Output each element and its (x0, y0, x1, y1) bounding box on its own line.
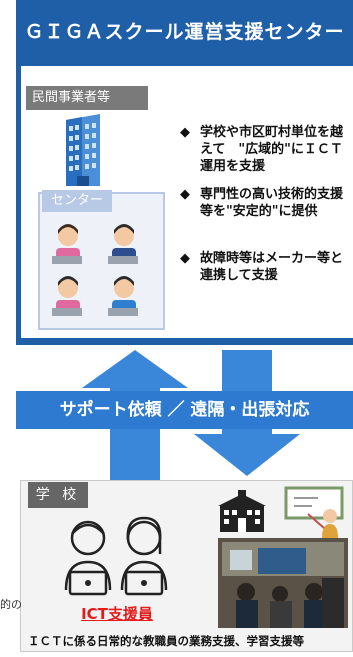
school-label: 学 校 (28, 482, 88, 508)
ict-support-staff-label: ICT支援員 (81, 605, 153, 623)
operator-staff-illustration (52, 224, 138, 316)
operator-icon (108, 276, 138, 316)
cut-off-text-fragment: 的の (0, 598, 22, 611)
up-arrow-icon (82, 350, 188, 394)
ict-staff-illustration (64, 516, 168, 596)
center-panel-label: センター (42, 190, 112, 212)
operator-icon (52, 276, 82, 316)
bullet-text: 故障時等はメーカー等と連携して支援 (200, 251, 344, 283)
bullet-item: ◆ 故障時等はメーカー等と連携して支援 (180, 250, 350, 290)
down-arrow-icon (194, 428, 300, 476)
bullet-text: 学校や市区町村単位を越えて "広域的"にＩＣＴ運用を支援 (200, 125, 344, 174)
bullet-item: ◆ 専門性の高い技術的支援等を"安定的"に提供 (180, 186, 350, 242)
bullet-mark: ◆ (180, 187, 190, 202)
bullet-item: ◆ 学校や市区町村単位を越えて "広域的"にＩＣＴ運用を支援 (180, 124, 350, 180)
support-center-title: ＧＩＧＡスクール運営支援センター (24, 21, 345, 43)
operator-icon (52, 224, 82, 264)
private-business-label: 民間事業者等 (26, 86, 148, 110)
classroom-photo (218, 538, 348, 628)
operator-icon (108, 224, 138, 264)
support-flow-label: サポート依頼 ／ 遠隔・出張対応 (16, 391, 353, 429)
school-building-icon (218, 490, 266, 532)
bullet-mark: ◆ (180, 251, 190, 266)
teacher-at-board-icon (284, 486, 344, 538)
down-arrow-shaft (222, 350, 272, 392)
bullet-text: 専門性の高い技術的支援等を"安定的"に提供 (200, 187, 344, 219)
office-building-icon (66, 114, 100, 186)
ict-support-description: ＩＣＴに係る日常的な教職員の業務支援、学習支援等 (28, 634, 304, 648)
bullet-mark: ◆ (180, 125, 190, 140)
up-arrow-shaft (110, 428, 160, 483)
